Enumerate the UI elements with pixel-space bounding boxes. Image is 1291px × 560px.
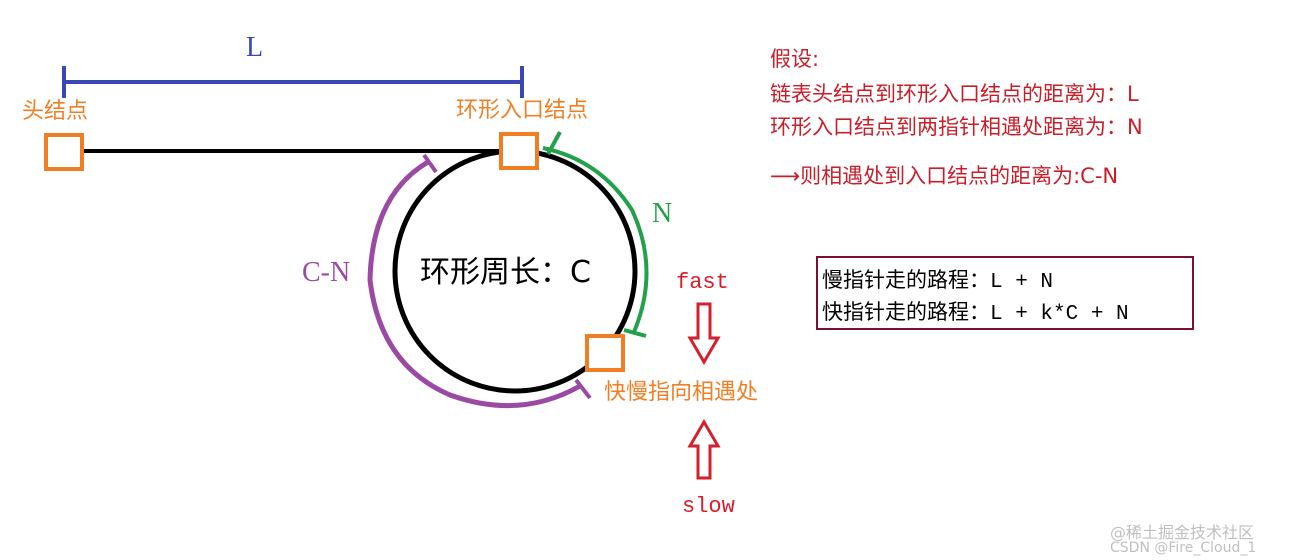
head-node-label: 头结点 bbox=[22, 99, 88, 124]
slow-path-text: 慢指针走的路程：L + N bbox=[822, 271, 1054, 294]
fast-arrow-icon bbox=[687, 302, 721, 365]
assumption-line-3: ⟶则相遇处到入口结点的距离为:C-N bbox=[770, 164, 1118, 188]
label-N: N bbox=[652, 198, 672, 229]
slow-arrow-icon bbox=[687, 419, 721, 480]
fast-path-text: 快指针走的路程：L + k*C + N bbox=[822, 303, 1129, 326]
slow-label: slow bbox=[682, 494, 735, 519]
path-length-box: 慢指针走的路程：L + N 快指针走的路程：L + k*C + N bbox=[816, 256, 1194, 330]
head-node-box bbox=[44, 133, 84, 171]
entry-node-label: 环形入口结点 bbox=[456, 98, 588, 123]
assumption-title: 假设: bbox=[770, 47, 819, 71]
watermark-juejin: @稀土掘金技术社区 bbox=[1110, 523, 1254, 542]
meet-point-label: 快慢指向相遇处 bbox=[604, 380, 758, 405]
arc-C-minus-N bbox=[367, 159, 582, 409]
length-bracket bbox=[62, 66, 524, 98]
circumference-label: 环形周长：C bbox=[420, 255, 591, 290]
meet-node-box bbox=[585, 334, 625, 372]
label-C-N: C-N bbox=[302, 257, 350, 288]
assumption-line-1: 链表头结点到环形入口结点的距离为：L bbox=[770, 82, 1139, 106]
fast-label: fast bbox=[676, 270, 729, 295]
entry-node-box bbox=[499, 132, 539, 170]
arc-N bbox=[542, 146, 649, 333]
label-L: L bbox=[246, 32, 263, 63]
assumption-line-2: 环形入口结点到两指针相遇处距离为：N bbox=[770, 115, 1143, 139]
watermark-csdn: CSDN @Fire_Cloud_1 bbox=[1110, 540, 1256, 556]
